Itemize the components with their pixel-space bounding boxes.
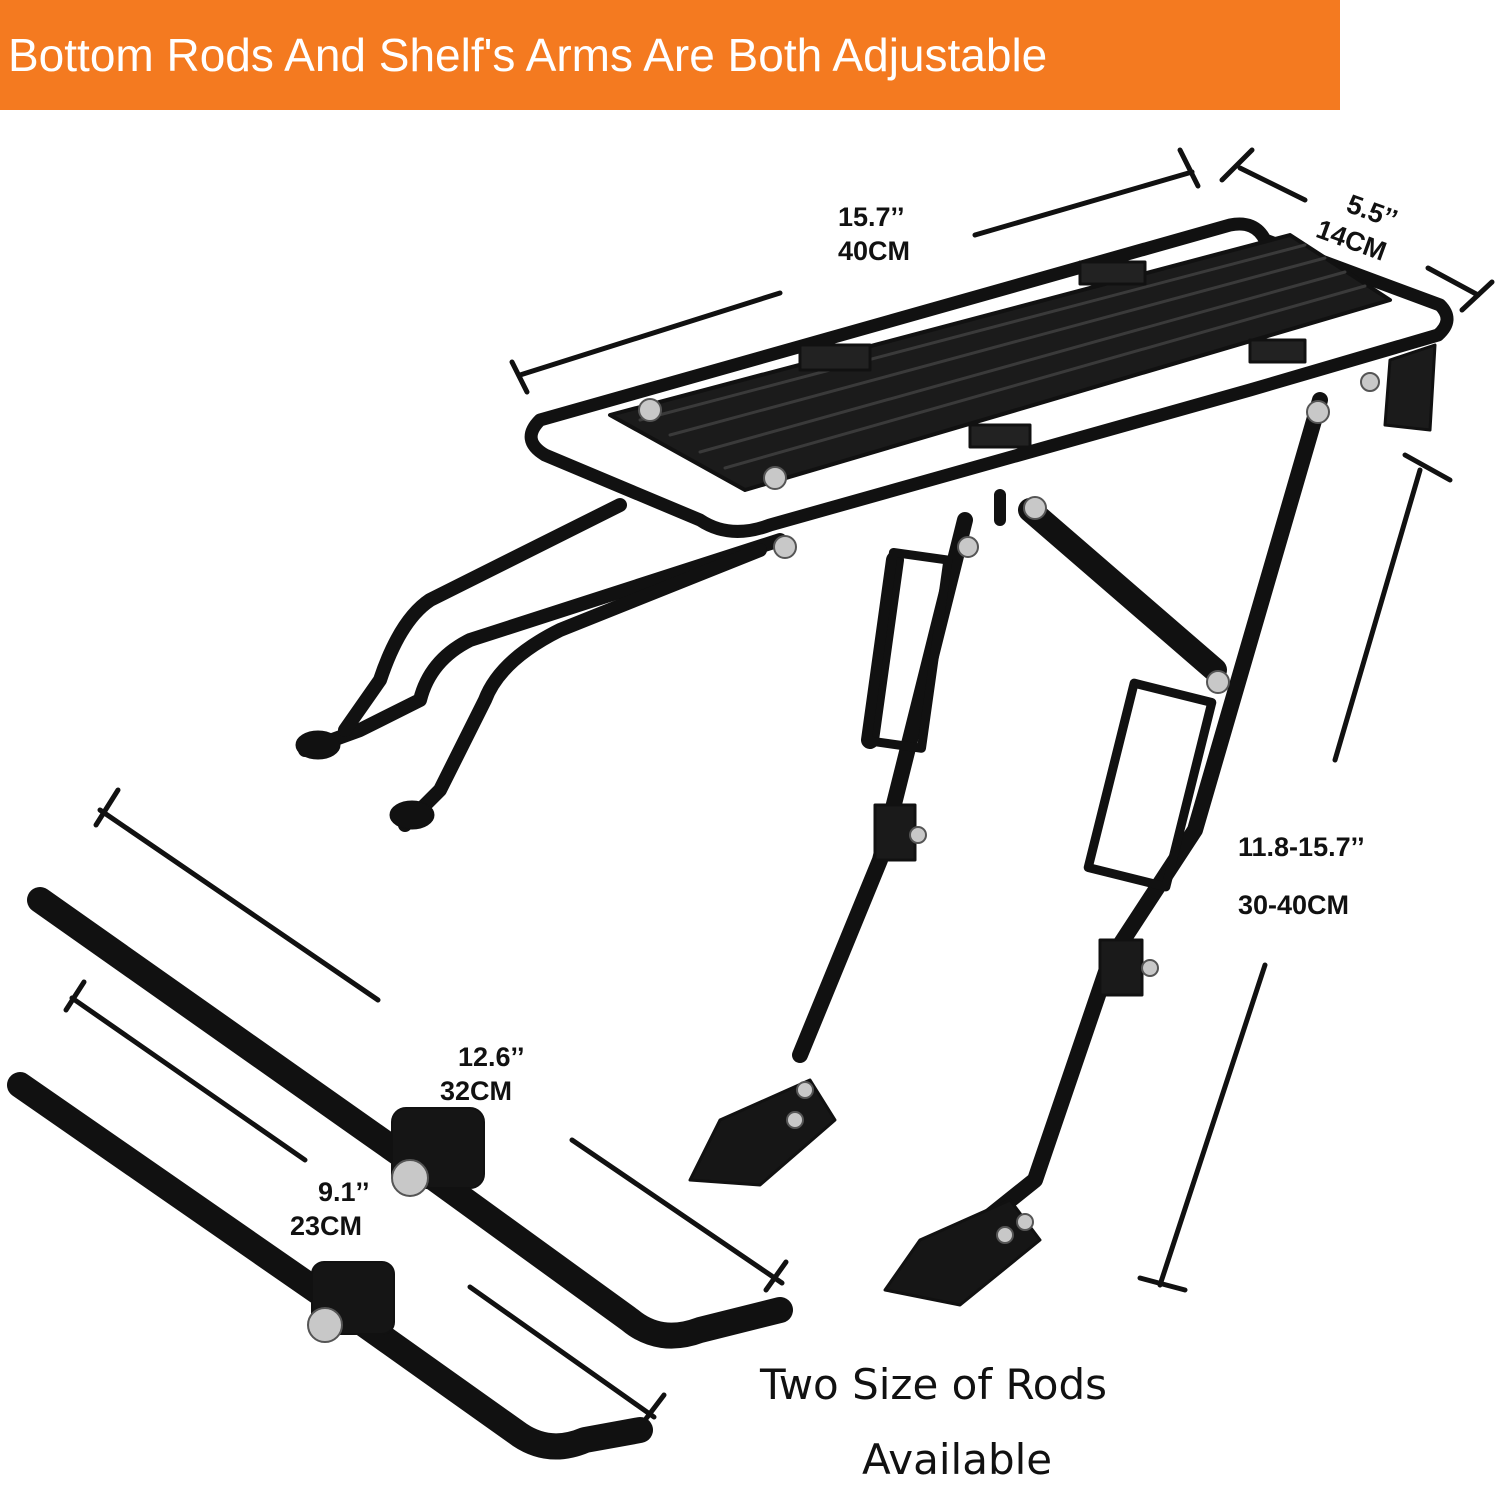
long-rod-metric: 32CM <box>440 1076 513 1106</box>
short-rod-imperial: 9.1’’ <box>318 1177 370 1207</box>
height-imperial: 11.8-15.7’’ <box>1238 832 1365 862</box>
long-rod-imperial: 12.6’’ <box>458 1042 525 1072</box>
length-imperial: 15.7’’ <box>838 202 905 232</box>
short-rod-metric: 23CM <box>290 1211 363 1241</box>
long-rod-label: 12.6’’ 32CM <box>440 1040 525 1108</box>
short-rod-label: 9.1’’ 23CM <box>290 1175 370 1243</box>
caption-line-2: Available <box>862 1435 1053 1484</box>
height-label: 11.8-15.7’’ 30-40CM <box>1238 830 1365 922</box>
caption-line-1: Two Size of Rods <box>760 1360 1108 1409</box>
dimension-lines <box>63 147 1495 1427</box>
rack-frame <box>7 217 1454 1460</box>
length-label: 15.7’’ 40CM <box>838 200 910 268</box>
header-banner: Bottom Rods And Shelf's Arms Are Both Ad… <box>0 0 1340 110</box>
bolts <box>307 372 1380 1343</box>
height-metric: 30-40CM <box>1238 890 1350 920</box>
length-metric: 40CM <box>838 236 911 266</box>
banner-title: Bottom Rods And Shelf's Arms Are Both Ad… <box>8 29 1048 81</box>
